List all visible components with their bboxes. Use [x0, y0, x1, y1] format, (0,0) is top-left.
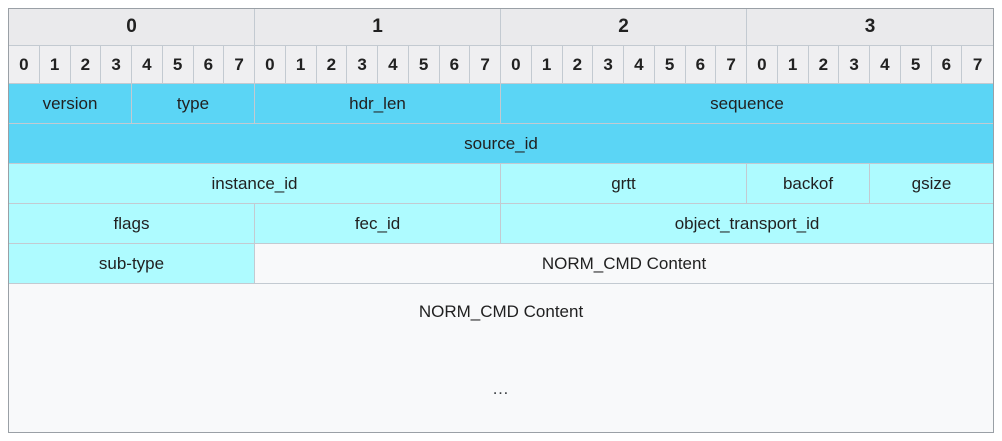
- bit-header-8: 0: [255, 46, 286, 84]
- byte-header-2: 2: [501, 9, 747, 46]
- bit-header-2: 2: [70, 46, 102, 84]
- byte-header-3: 3: [747, 9, 993, 46]
- bit-header-20: 4: [624, 46, 655, 84]
- bit-header-31: 7: [962, 46, 993, 84]
- field-fec-id: fec_id: [255, 204, 501, 244]
- field-type: type: [132, 84, 255, 124]
- bit-header-9: 1: [285, 46, 317, 84]
- bit-header-29: 5: [900, 46, 932, 84]
- byte-header-1: 1: [255, 9, 501, 46]
- bit-header-27: 3: [839, 46, 870, 84]
- payload-block-row: NORM_CMD Content …: [9, 284, 993, 432]
- payload-continuation-ellipsis: …: [492, 379, 510, 398]
- field-gsize: gsize: [870, 164, 993, 204]
- bit-header-6: 6: [193, 46, 225, 84]
- bit-header-10: 2: [316, 46, 348, 84]
- bit-header-30: 6: [931, 46, 963, 84]
- bit-header-7: 7: [224, 46, 255, 84]
- bit-header-12: 4: [378, 46, 409, 84]
- bit-header-24: 0: [747, 46, 778, 84]
- field-flags: flags: [9, 204, 255, 244]
- bit-header-5: 5: [162, 46, 194, 84]
- bit-header-15: 7: [470, 46, 501, 84]
- bit-header-1: 1: [39, 46, 71, 84]
- bit-header-21: 5: [654, 46, 686, 84]
- field-grtt: grtt: [501, 164, 747, 204]
- bit-header-17: 1: [531, 46, 563, 84]
- bit-header-26: 2: [808, 46, 840, 84]
- bit-header-18: 2: [562, 46, 594, 84]
- field-norm-cmd-content: NORM_CMD Content: [255, 244, 993, 284]
- field-sequence: sequence: [501, 84, 993, 124]
- bit-header-25: 1: [777, 46, 809, 84]
- field-hdr-len: hdr_len: [255, 84, 501, 124]
- bit-header-19: 3: [593, 46, 624, 84]
- payload-content-cell: NORM_CMD Content …: [9, 284, 993, 432]
- bit-header-16: 0: [501, 46, 532, 84]
- byte-header-0: 0: [9, 9, 255, 46]
- bit-header-0: 0: [9, 46, 40, 84]
- field-sub-type: sub-type: [9, 244, 255, 284]
- field-source-id: source_id: [9, 124, 993, 164]
- field-version: version: [9, 84, 132, 124]
- bit-header-28: 4: [870, 46, 901, 84]
- bit-header-11: 3: [347, 46, 378, 84]
- bit-header-13: 5: [408, 46, 440, 84]
- field-object-transport-id: object_transport_id: [501, 204, 993, 244]
- bit-header-23: 7: [716, 46, 747, 84]
- bit-header-4: 4: [132, 46, 163, 84]
- field-instance-id: instance_id: [9, 164, 501, 204]
- payload-content-label: NORM_CMD Content: [418, 302, 584, 321]
- bit-header-22: 6: [685, 46, 717, 84]
- bit-header-14: 6: [439, 46, 471, 84]
- field-backof: backof: [747, 164, 870, 204]
- bit-header-3: 3: [101, 46, 132, 84]
- row-source-id: source_id: [9, 124, 993, 164]
